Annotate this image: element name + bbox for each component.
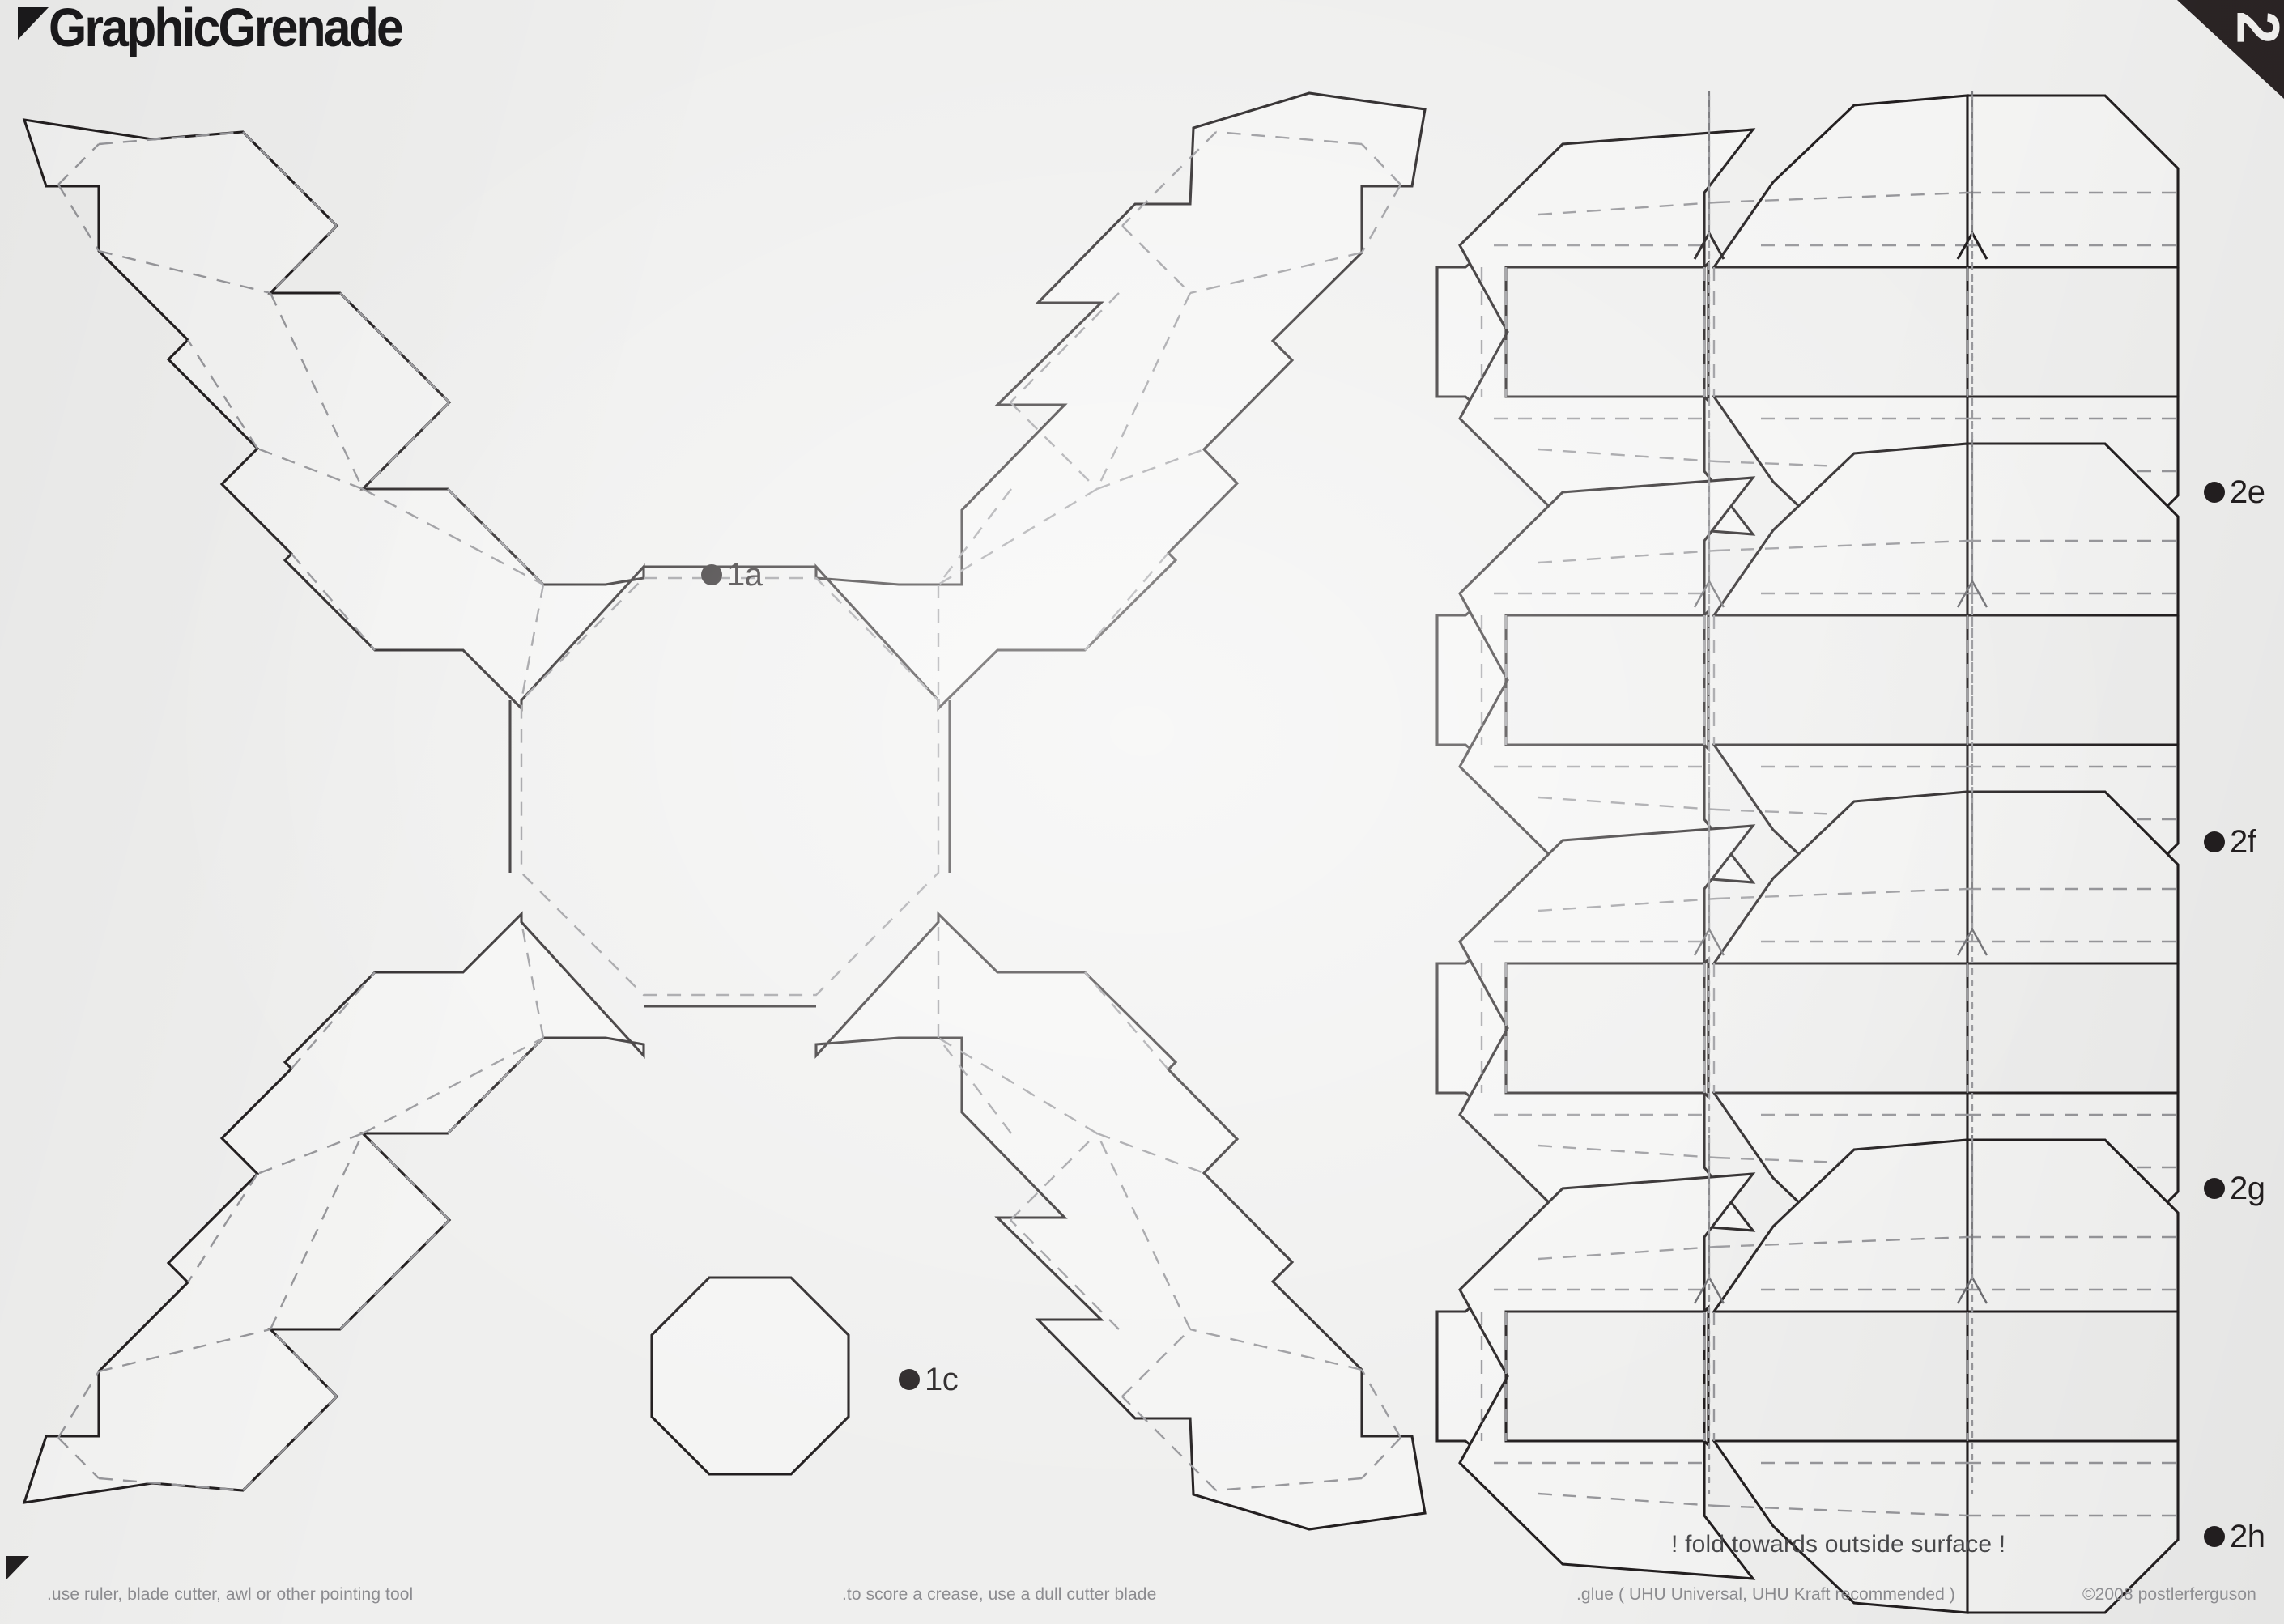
- part-label-text: 2e: [2230, 474, 2265, 510]
- page-number-text: 2: [2224, 11, 2284, 44]
- part-label-text: 2g: [2230, 1171, 2265, 1206]
- footer-copyright: ©2008 postlerferguson: [2082, 1585, 2256, 1604]
- label-dot-icon: [2204, 1178, 2225, 1199]
- part-label-1a: 1a: [701, 559, 763, 591]
- triangle-flag-icon: [18, 7, 49, 40]
- label-dot-icon: [2204, 831, 2225, 852]
- part-label-2f: 2f: [2204, 826, 2256, 858]
- label-dot-icon: [2204, 1526, 2225, 1547]
- label-dot-icon: [2204, 482, 2225, 503]
- brand-header: GraphicGrenade: [15, 0, 415, 58]
- part-label-2e: 2e: [2204, 476, 2265, 508]
- footer-score-note: .to score a crease, use a dull cutter bl…: [842, 1585, 1157, 1604]
- page-number-corner-flag: 2: [2177, 0, 2284, 99]
- free-octagon-piece: [650, 1276, 850, 1476]
- triangle-flag-icon: [6, 1556, 29, 1580]
- part-label-2g: 2g: [2204, 1172, 2265, 1205]
- part-label-2h: 2h: [2204, 1520, 2265, 1553]
- footer-tool-note: .use ruler, blade cutter, awl or other p…: [47, 1585, 414, 1604]
- footer-glue-note: .glue ( UHU Universal, UHU Kraft recomme…: [1576, 1585, 1955, 1604]
- footer-notes: .use ruler, blade cutter, awl or other p…: [0, 1556, 2284, 1624]
- part-label-1c: 1c: [899, 1362, 959, 1397]
- label-dot-icon: [899, 1369, 920, 1390]
- fold-direction-note: ! fold towards outside surface !: [1671, 1531, 2006, 1558]
- part-label-text: 2h: [2230, 1519, 2265, 1554]
- part-label-text: 1c: [925, 1362, 959, 1397]
- part-label-text: 1a: [727, 557, 763, 593]
- brand-title: GraphicGrenade: [49, 0, 404, 58]
- part-label-text: 2f: [2230, 824, 2256, 860]
- label-dot-icon: [701, 564, 722, 585]
